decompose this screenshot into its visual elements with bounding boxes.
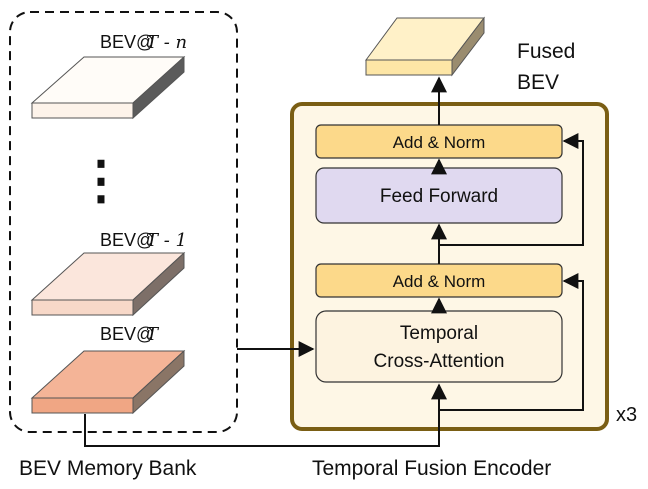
slab-n-side — [132, 55, 185, 120]
memory-slab-n — [30, 55, 186, 120]
slab-n-front — [31, 102, 134, 119]
slab-t-side — [132, 349, 185, 415]
residual-arrow-bottom — [439, 273, 584, 411]
frame-1-math: T - 1 — [146, 230, 187, 251]
cross-attention-label-line2: Cross-Attention — [374, 351, 505, 372]
memory-slab-1 — [30, 251, 186, 317]
bev-t-input-connector — [84, 383, 447, 447]
frame-ellipsis: ⋮ — [75, 152, 127, 210]
add-norm-top-label: Add & Norm — [393, 133, 486, 152]
fused-slab-front — [365, 59, 453, 76]
slab-t-front — [31, 397, 134, 414]
encoder-caption: Temporal Fusion Encoder — [312, 457, 551, 480]
cross-attention-label-line1: Temporal — [400, 323, 478, 344]
fused-bev-slab — [365, 16, 486, 77]
repeat-count-label: x3 — [616, 404, 637, 426]
frame-n-prefix: BEV@ — [100, 32, 154, 52]
memory-slab-t — [30, 349, 186, 415]
slab-1-side — [132, 251, 185, 317]
slab-1-front — [31, 299, 134, 316]
frame-n-math: T - n — [146, 32, 187, 53]
frame-1-prefix: BEV@ — [100, 230, 154, 250]
memory-bank-caption: BEV Memory Bank — [19, 457, 197, 480]
fused-bev-label-line2: BEV — [517, 71, 559, 94]
feed-forward-label: Feed Forward — [380, 186, 498, 207]
fused-bev-label-line1: Fused — [517, 40, 575, 63]
fused-slab-side — [451, 16, 485, 77]
frame-t-prefix: BEV@ — [100, 324, 154, 344]
frame-t-math: T — [146, 324, 160, 345]
residual-arrow-top — [439, 133, 584, 246]
memory-bank-frame — [9, 11, 238, 433]
add-norm-bottom-label: Add & Norm — [393, 272, 486, 291]
